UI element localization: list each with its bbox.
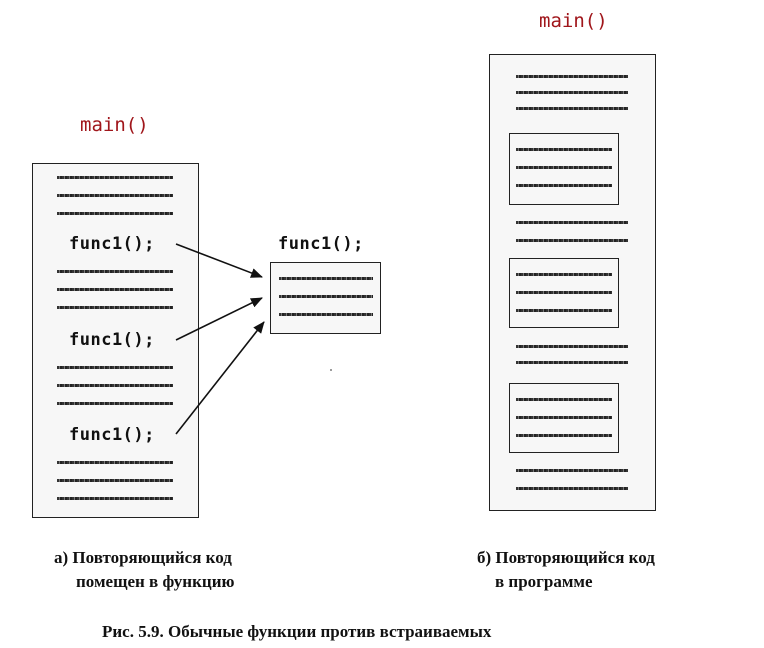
code-line bbox=[516, 166, 612, 169]
inlined-code-block-1 bbox=[509, 133, 619, 205]
arrow-3 bbox=[175, 321, 265, 435]
code-line bbox=[516, 148, 612, 151]
func-call-2: func1(); bbox=[69, 330, 155, 350]
code-line bbox=[57, 402, 173, 405]
code-line bbox=[57, 194, 173, 197]
code-line bbox=[57, 384, 173, 387]
func-call-3: func1(); bbox=[69, 425, 155, 445]
code-line bbox=[516, 309, 612, 312]
code-line bbox=[57, 479, 173, 482]
speck bbox=[330, 369, 332, 371]
code-line bbox=[516, 434, 612, 437]
code-line bbox=[57, 288, 173, 291]
function-box-label: func1(); bbox=[278, 234, 364, 254]
code-line bbox=[279, 277, 373, 280]
code-line bbox=[516, 398, 612, 401]
code-line bbox=[57, 306, 173, 309]
figure-caption: Рис. 5.9. Обычные функции против встраив… bbox=[102, 622, 492, 641]
code-line bbox=[516, 345, 628, 348]
right-caption-line-2: в программе bbox=[495, 572, 593, 591]
code-line bbox=[57, 497, 173, 500]
code-line bbox=[516, 469, 628, 472]
code-line bbox=[516, 273, 612, 276]
left-caption-line-1: а) Повторяющийся код bbox=[54, 548, 232, 567]
arrow-2 bbox=[175, 297, 263, 341]
code-line bbox=[279, 295, 373, 298]
right-main-label: main() bbox=[539, 10, 608, 32]
inlined-code-block-3 bbox=[509, 383, 619, 453]
code-line bbox=[57, 176, 173, 179]
code-line bbox=[516, 184, 612, 187]
code-line bbox=[516, 91, 628, 94]
code-line bbox=[516, 361, 628, 364]
code-line bbox=[516, 75, 628, 78]
code-line bbox=[57, 212, 173, 215]
right-main-program-box bbox=[489, 54, 656, 511]
right-caption-line-1: б) Повторяющийся код bbox=[477, 548, 655, 567]
code-line bbox=[279, 313, 373, 316]
code-line bbox=[516, 487, 628, 490]
left-main-label: main() bbox=[80, 114, 149, 136]
func-call-1: func1(); bbox=[69, 234, 155, 254]
code-line bbox=[57, 461, 173, 464]
code-line bbox=[516, 416, 612, 419]
code-line bbox=[57, 366, 173, 369]
left-caption-line-2: помещен в функцию bbox=[76, 572, 235, 591]
inlined-code-block-2 bbox=[509, 258, 619, 328]
code-line bbox=[516, 221, 628, 224]
code-line bbox=[57, 270, 173, 273]
arrow-1 bbox=[175, 243, 263, 278]
code-line bbox=[516, 107, 628, 110]
code-line bbox=[516, 291, 612, 294]
code-line bbox=[516, 239, 628, 242]
left-main-program-box: func1(); func1(); func1(); bbox=[32, 163, 199, 518]
function-body-box bbox=[270, 262, 381, 334]
